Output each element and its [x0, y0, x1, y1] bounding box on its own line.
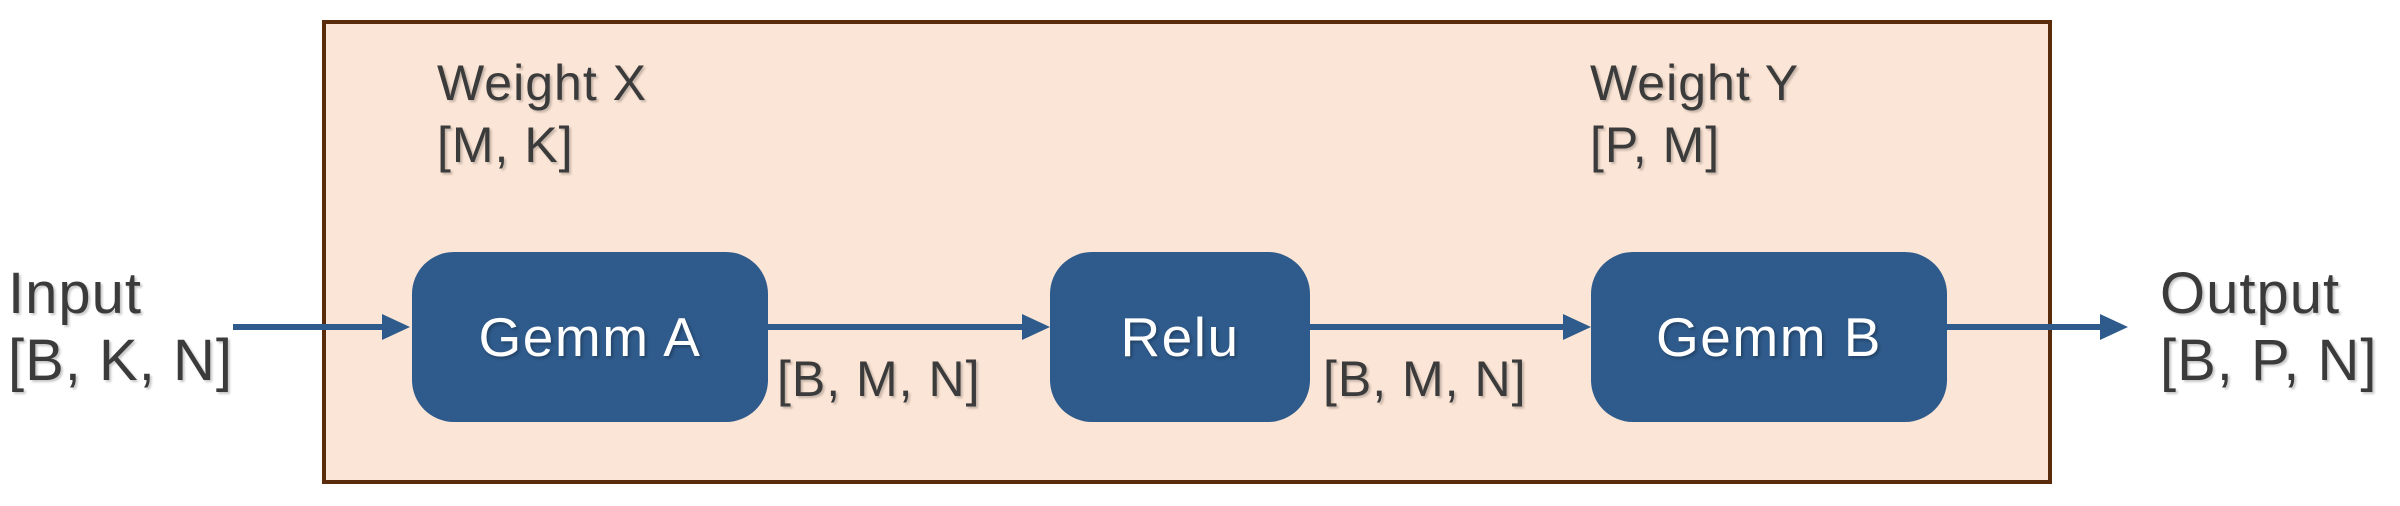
arrowhead-icon [2100, 314, 2128, 340]
arrowhead-icon [1022, 314, 1050, 340]
arrowhead-icon [1563, 314, 1591, 340]
arrow-shaft [233, 324, 386, 330]
node-relu-label: Relu [1120, 306, 1240, 368]
node-gemm-a-label: Gemm A [478, 306, 702, 368]
input-shape: [B, K, N] [8, 328, 233, 393]
output-shape: [B, P, N] [2160, 328, 2378, 393]
arrow-shaft [1310, 324, 1567, 330]
weight-y-annotation: Weight Y [P, M] [1590, 52, 1799, 176]
input-label: Input [8, 261, 142, 326]
arrow-shaft [1947, 324, 2104, 330]
weight-y-shape: [P, M] [1590, 117, 1721, 173]
node-gemm-a: Gemm A [412, 252, 768, 422]
output-label: Output [2160, 261, 2341, 326]
arrow-shaft [768, 324, 1026, 330]
arrow-relu-to-gemm-b [1310, 314, 1591, 340]
node-gemm-b-label: Gemm B [1656, 306, 1882, 368]
weight-x-label: Weight X [437, 55, 647, 111]
input-annotation: Input [B, K, N] [8, 260, 233, 394]
output-annotation: Output [B, P, N] [2160, 260, 2377, 394]
arrow-input-to-gemm-a [233, 314, 410, 340]
arrowhead-icon [382, 314, 410, 340]
node-relu: Relu [1050, 252, 1310, 422]
weight-x-annotation: Weight X [M, K] [437, 52, 647, 176]
arrow-gemm-a-to-relu [768, 314, 1050, 340]
edge-label-relu-to-gemm-b: [B, M, N] [1323, 351, 1527, 407]
edge-label-gemm-a-to-relu: [B, M, N] [777, 351, 981, 407]
weight-y-label: Weight Y [1590, 55, 1800, 111]
node-gemm-b: Gemm B [1591, 252, 1947, 422]
arrow-gemm-b-to-output [1947, 314, 2128, 340]
weight-x-shape: [M, K] [437, 117, 574, 173]
